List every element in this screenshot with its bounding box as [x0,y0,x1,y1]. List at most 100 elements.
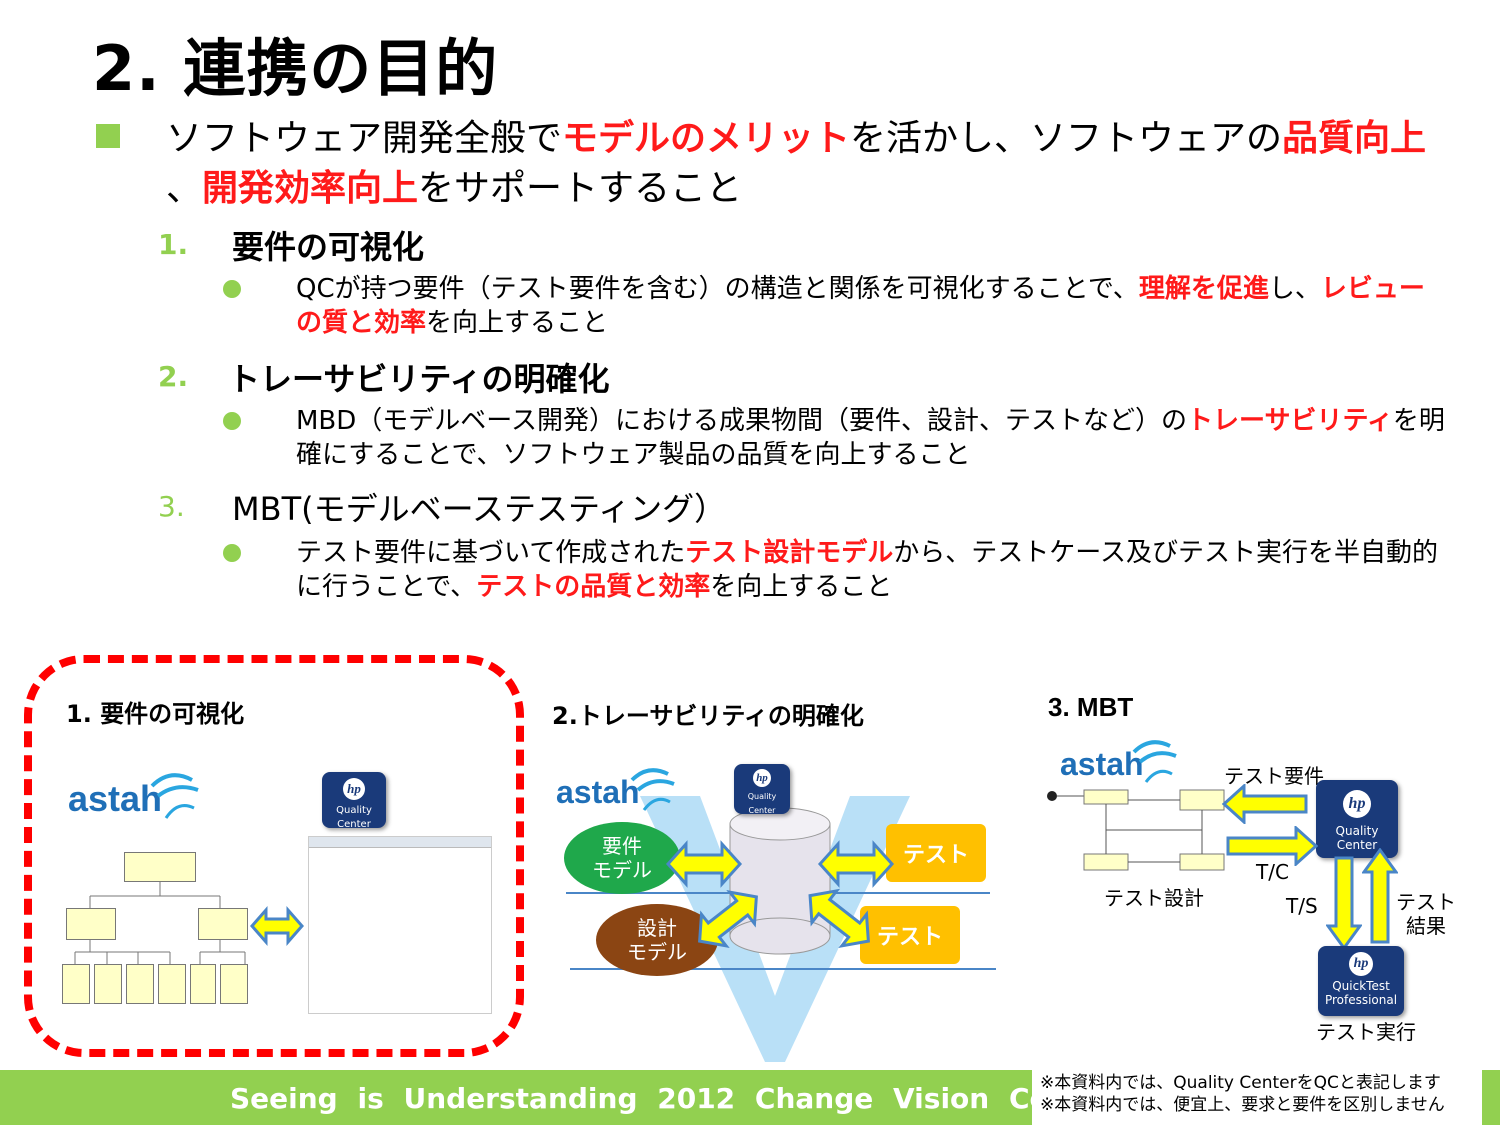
test-box-lower: テスト [860,906,960,964]
main-highlight-2: 品質向上 [1282,118,1427,159]
right-arrow-icon [1226,826,1318,866]
item1-highlight-2: レビューの質と効率 [296,274,1425,338]
uml-requirement-box [94,964,122,1004]
item-number-3: 3. [158,490,185,523]
ts-label: T/S [1286,894,1318,918]
footnote-1: ※本資料内では、Quality CenterをQCと表記します [1040,1073,1441,1093]
page-title: 2. 連携の目的 [92,32,499,105]
test-execution-label: テスト実行 [1316,1020,1416,1044]
oval1-line2: モデル [592,858,652,882]
main-text-3: 、 [166,168,203,209]
requirement-model-oval: 要件モデル [564,822,680,894]
diagonal-double-arrow-icon [808,888,870,948]
item3-highlight-2: テストの品質と効率 [476,572,711,602]
main-text-1: ソフトウェア開発全般で [166,118,563,159]
panel2-caption: 2.トレーサビリティの明確化 [552,696,864,731]
item-detail-3: テスト要件に基づいて作成されたテスト設計モデルから、テストケース及びテスト実行を… [296,536,1446,604]
test-box-upper: テスト [886,824,986,882]
item-detail-2: MBD（モデルベース開発）における成果物間（要件、設計、テストなど）のトレーサビ… [296,404,1446,472]
qc-label: Quality Center [747,792,777,815]
panel2-caption-num: 2. [552,702,578,730]
double-arrow-icon [665,840,743,888]
item-number-1: 1. [158,228,189,261]
astah-swoosh-icon [1132,740,1177,783]
uml-requirement-box [124,852,196,882]
test-requirement-label: テスト要件 [1224,764,1324,788]
panel1-caption: 1. 要件の可視化 [66,694,244,729]
footnote-2: ※本資料内では、便宜上、要求と要件を区別しません [1040,1095,1445,1115]
astah-logo: astah [1060,746,1144,782]
uml-requirement-box [62,964,90,1004]
quality-center-logo: hp Quality Center [734,764,790,815]
qtp-line2: Professional [1324,993,1398,1007]
item3-text-2: から、テストケース及びテスト実行を半自動的に行うことで、 [296,538,1438,602]
left-arrow-icon [1222,784,1308,824]
qtp-line1: QuickTest [1332,979,1390,993]
test-result-line1: テスト [1396,890,1456,914]
qc-label: Quality Center [336,805,372,830]
item3-highlight-1: テスト設計モデル [685,538,894,568]
uml-requirement-box [190,964,216,1004]
uml-requirement-box [126,964,154,1004]
item1-text-1: QCが持つ要件（テスト要件を含む）の構造と関係を可視化することで、 [296,274,1139,304]
item3-text-1: テスト要件に基づいて作成された [296,538,686,568]
oval1-line1: 要件 [602,834,642,858]
qc-label: Quality Center [1335,824,1379,852]
panel1-dashed-frame [24,655,524,1057]
main-highlight-3: 開発効率向上 [202,168,419,209]
divider-line [570,968,996,970]
item-title-3: MBT(モデルベーステスティング） [232,490,727,528]
uml-requirement-box [198,908,248,940]
item1-text-3: を向上すること [426,308,609,338]
design-model-oval: 設計モデル [596,904,718,976]
test-result-line2: 結果 [1406,914,1446,938]
item2-highlight-1: トレーサビリティ [1187,406,1393,436]
requirement-tree-diagram [74,880,246,964]
item1-highlight-1: 理解を促進 [1138,274,1269,304]
astah-swoosh-icon [630,768,675,811]
item2-text-1: MBD（モデルベース開発）における成果物間（要件、設計、テストなど）の [296,406,1187,436]
hp-logo-icon: hp [753,769,771,787]
footnote-box: ※本資料内では、Quality CenterをQCと表記します ※本資料内では、… [1032,1068,1482,1125]
uml-requirement-box [220,964,248,1004]
hp-logo-icon: hp [1349,952,1373,976]
uml-requirement-box [158,964,186,1004]
main-text-2: を活かし、ソフトウェアの [850,118,1283,159]
oval2-line2: モデル [627,940,687,964]
uml-requirement-box [66,908,116,940]
test-design-state-diagram [1047,789,1225,871]
panel1-caption-num: 1. [66,700,92,728]
round-bullet-icon [223,280,241,298]
item-title-1: 要件の可視化 [232,228,425,266]
item3-text-3: を向上すること [710,572,893,602]
square-bullet-icon [96,124,120,148]
round-bullet-icon [223,544,241,562]
item1-text-2: し、 [1268,274,1321,304]
test-design-label: テスト設計 [1104,886,1204,910]
astah-swoosh-icon [150,773,199,819]
test-result-label: テスト 結果 [1396,890,1456,938]
item-number-2: 2. [158,360,189,393]
astah-logo: astah [68,778,163,819]
oval2-line1: 設計 [637,916,677,940]
quality-center-logo: hp Quality Center [322,772,386,830]
double-arrow-icon [250,906,304,946]
item-title-2: トレーサビリティの明確化 [228,360,610,398]
qc-requirements-grid [308,836,492,1014]
footer-text: Seeing is Understanding 2012 Change Visi… [230,1082,1174,1115]
repository-cylinder-icon [729,807,831,955]
main-text-4: をサポートすること [418,168,743,209]
round-bullet-icon [223,412,241,430]
hp-logo-icon: hp [343,778,365,800]
panel3-caption: 3. MBT [1048,692,1134,722]
main-statement: ソフトウェア開発全般でモデルのメリットを活かし、ソフトウェアの品質向上、開発効率… [166,114,1466,214]
panel1-caption-text: 要件の可視化 [100,700,245,728]
item-detail-1: QCが持つ要件（テスト要件を含む）の構造と関係を可視化することで、理解を促進し、… [296,272,1446,340]
quality-center-logo: hp Quality Center [1316,780,1398,858]
up-arrow-icon [1362,848,1398,944]
astah-logo: astah [556,774,640,810]
main-highlight-1: モデルのメリット [562,118,851,159]
double-arrow-icon [817,840,895,888]
quicktest-professional-logo: hp QuickTest Professional [1318,946,1404,1016]
hp-logo-icon: hp [1343,790,1371,818]
